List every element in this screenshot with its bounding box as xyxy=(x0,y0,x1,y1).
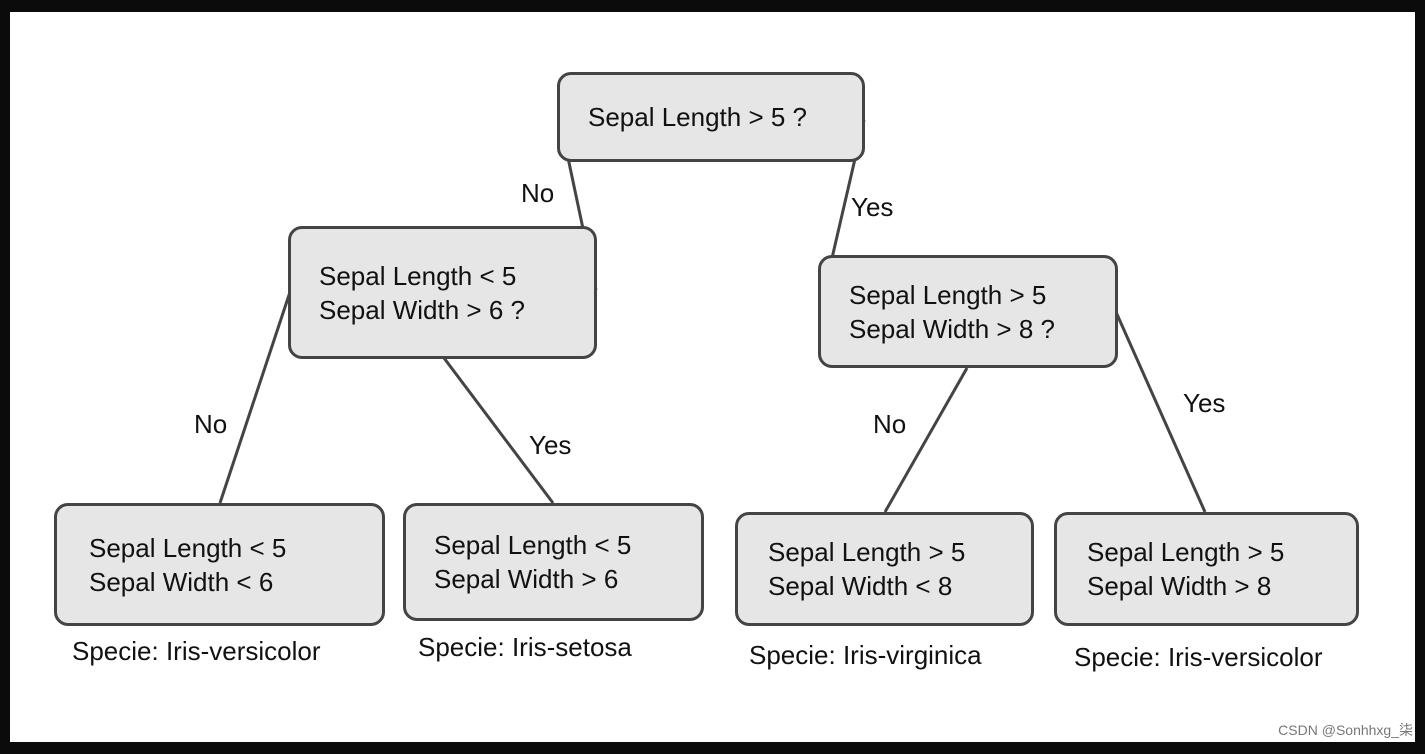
right-node-line-1: Sepal Length > 5 xyxy=(849,279,1047,310)
edge-left-yes xyxy=(442,357,555,504)
leaf-3-line-1: Sepal Length > 5 xyxy=(768,537,966,567)
leaf-1-line-1: Sepal Length < 5 xyxy=(89,532,287,563)
leaf-3-line-2: Sepal Width < 8 xyxy=(768,571,953,601)
leaf-node-4: Sepal Length > 5 Sepal Width > 8 xyxy=(1054,512,1359,626)
left-node-line-1: Sepal Length < 5 xyxy=(319,260,517,291)
edge-label-right-yes: Yes xyxy=(1183,388,1226,418)
species-caption-4: Specie: Iris-versicolor xyxy=(1074,642,1323,672)
leaf-2-line-2: Sepal Width > 6 xyxy=(434,564,619,594)
species-caption-2: Specie: Iris-setosa xyxy=(418,632,632,662)
species-caption-3: Specie: Iris-virginica xyxy=(749,640,982,670)
edge-label-left-no: No xyxy=(194,409,228,439)
leaf-4-line-2: Sepal Width > 8 xyxy=(1087,571,1272,601)
edge-label-right-no: No xyxy=(873,409,907,439)
edge-label-root-no: No xyxy=(521,178,555,208)
species-caption-1: Specie: Iris-versicolor xyxy=(72,636,321,666)
leaf-node-1: Sepal Length < 5 Sepal Width < 6 xyxy=(54,503,385,626)
root-node-line-1: Sepal Length > 5 ? xyxy=(588,102,808,132)
edge-right-no xyxy=(883,367,969,513)
leaf-1-line-2: Sepal Width < 6 xyxy=(89,566,274,597)
right-node: Sepal Length > 5 Sepal Width > 8 ? xyxy=(818,255,1118,368)
watermark: CSDN @Sonhhxg_柒 xyxy=(1278,722,1413,738)
right-node-line-2: Sepal Width > 8 ? xyxy=(849,313,1055,344)
leaf-node-3: Sepal Length > 5 Sepal Width < 8 xyxy=(735,512,1034,626)
edge-right-yes xyxy=(1114,311,1207,513)
edge-label-root-yes: Yes xyxy=(851,192,894,222)
left-node: Sepal Length < 5 Sepal Width > 6 ? xyxy=(288,226,597,359)
leaf-2-line-1: Sepal Length < 5 xyxy=(434,530,632,560)
leaf-node-2: Sepal Length < 5 Sepal Width > 6 xyxy=(403,503,704,621)
edge-label-left-yes: Yes xyxy=(529,430,572,460)
root-node: Sepal Length > 5 ? xyxy=(557,72,865,162)
left-node-line-2: Sepal Width > 6 ? xyxy=(319,294,525,325)
leaf-4-line-1: Sepal Length > 5 xyxy=(1087,537,1285,567)
edge-left-no xyxy=(218,291,292,504)
